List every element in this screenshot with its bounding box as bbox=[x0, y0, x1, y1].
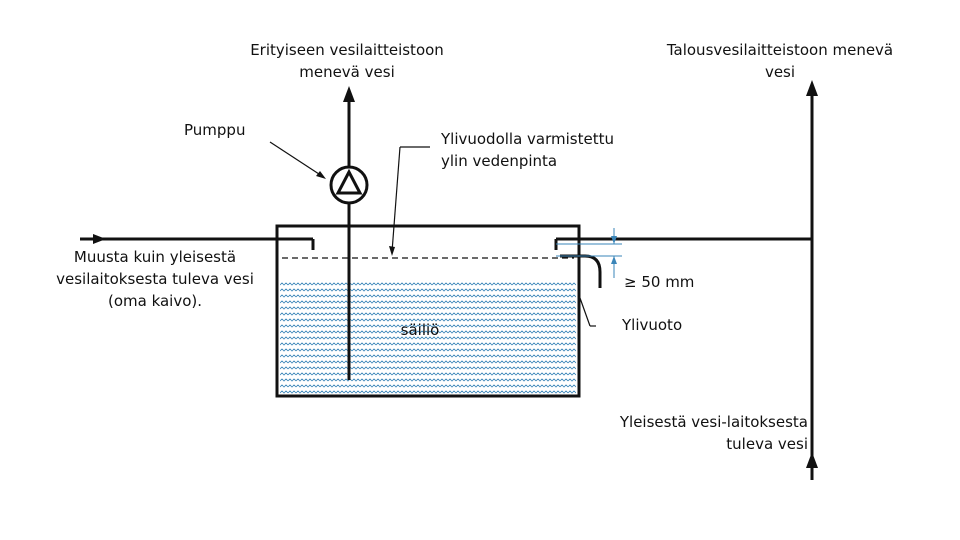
pump-pipe bbox=[343, 86, 355, 380]
label-other-source-2: vesilaitoksesta tuleva vesi bbox=[56, 270, 254, 288]
label-other-source-1: Muusta kuin yleisestä bbox=[74, 248, 236, 266]
label-other-source-3: (oma kaivo). bbox=[108, 292, 202, 310]
label-public-in-1: Yleisestä vesi-laitoksesta bbox=[619, 413, 808, 431]
label-public-in-2: tuleva vesi bbox=[726, 435, 808, 453]
label-household-out-2: vesi bbox=[765, 63, 795, 81]
level-leader bbox=[389, 146, 430, 256]
tank-outline bbox=[275, 224, 581, 398]
arrow-up-public bbox=[806, 452, 818, 468]
pump-leader bbox=[269, 141, 326, 179]
label-overflow-level-1: Ylivuodolla varmistettu bbox=[440, 130, 614, 148]
label-special-out-1: Erityiseen vesilaitteistoon bbox=[250, 41, 444, 59]
label-pump: Pumppu bbox=[184, 121, 245, 139]
label-overflow-level-2: ylin vedenpinta bbox=[441, 152, 557, 170]
label-tank: säiliö bbox=[401, 321, 440, 339]
label-special-out-2: menevä vesi bbox=[299, 63, 395, 81]
label-overflow: Ylivuoto bbox=[621, 316, 682, 334]
main-riser bbox=[806, 80, 818, 480]
pump-triangle-icon bbox=[329, 165, 369, 205]
label-household-out-1: Talousvesilaitteistoon menevä bbox=[666, 41, 893, 59]
label-gap: ≥ 50 mm bbox=[624, 273, 694, 291]
gap-dimension bbox=[556, 228, 622, 278]
inlet-pipe-own-well bbox=[80, 234, 315, 250]
overflow-leader bbox=[579, 297, 596, 327]
arrow-up-special bbox=[343, 86, 355, 102]
arrow-up-household bbox=[806, 80, 818, 96]
water-body bbox=[280, 280, 576, 394]
